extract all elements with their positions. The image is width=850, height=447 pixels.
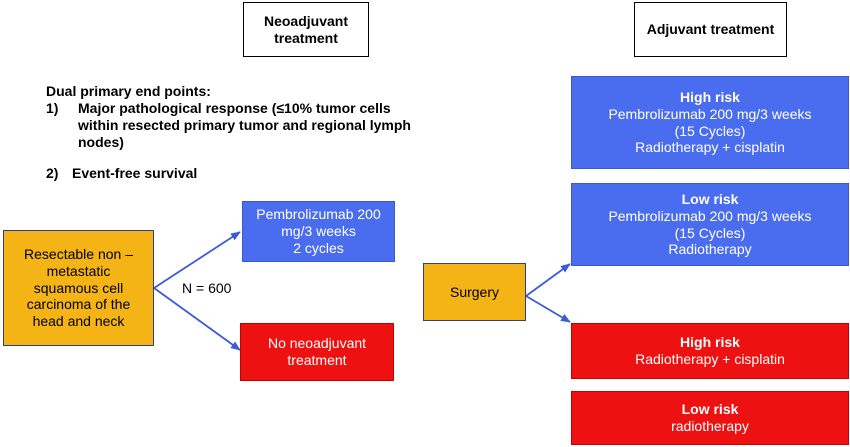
arrow-to-low-risk-blue — [525, 263, 571, 297]
surgery-label: Surgery — [449, 283, 500, 300]
endpoint-line: within resected primary tumor and region… — [78, 117, 411, 134]
adjuvant-high-risk-pembro-box: High risk Pembrolizumab 200 mg/3 weeks (… — [571, 76, 849, 169]
no-neo-line: No neoadjuvant — [267, 335, 367, 352]
neoadjuvant-header: Neoadjuvant treatment — [243, 2, 369, 57]
endpoint-text: Major pathological response (≤10% tumor … — [72, 100, 411, 151]
adjuvant-line: radiotherapy — [671, 418, 749, 434]
no-neo-line: treatment — [287, 352, 347, 368]
population-line: squamous cell — [33, 279, 124, 296]
arrow-to-pembro — [153, 231, 241, 289]
endpoint-line: Event-free survival — [72, 165, 198, 182]
pembro-line: mg/3 weeks — [281, 223, 356, 240]
adjuvant-header-label: Adjuvant treatment — [646, 21, 775, 38]
population-line: head and neck — [32, 313, 125, 330]
pembrolizumab-arm-box: Pembrolizumab 200 mg/3 weeks 2 cycles — [242, 201, 395, 262]
risk-title: Low risk — [681, 401, 739, 418]
adjuvant-line: Pembrolizumab 200 mg/3 weeks — [608, 105, 812, 122]
neoadjuvant-header-line-1: Neoadjuvant — [263, 12, 348, 29]
pembro-line: 2 cycles — [293, 239, 344, 256]
adjuvant-line: (15 Cycles) — [674, 122, 746, 139]
adjuvant-line: Pembrolizumab 200 mg/3 weeks — [608, 207, 812, 224]
adjuvant-low-risk-pembro-box: Low risk Pembrolizumab 200 mg/3 weeks (1… — [571, 183, 849, 266]
risk-title: Low risk — [681, 190, 739, 207]
endpoint-line: nodes) — [78, 134, 124, 151]
endpoint-item-2: 2) Event-free survival — [46, 165, 466, 182]
endpoints-title: Dual primary end points: — [46, 83, 211, 99]
risk-title: High risk — [680, 88, 740, 105]
adjuvant-line: Radiotherapy + cisplatin — [635, 139, 785, 156]
adjuvant-low-risk-red-box: Low risk radiotherapy — [571, 391, 849, 445]
arrow-to-high-risk-red — [525, 295, 571, 323]
population-line: metastatic — [46, 262, 111, 279]
adjuvant-high-risk-red-box: High risk Radiotherapy + cisplatin — [571, 323, 849, 379]
adjuvant-header: Adjuvant treatment — [634, 2, 787, 57]
endpoint-line: Major pathological response (≤10% tumor … — [78, 100, 391, 117]
endpoint-item-1: 1) Major pathological response (≤10% tum… — [46, 100, 466, 151]
surgery-box: Surgery — [423, 263, 526, 321]
endpoint-number: 1) — [46, 100, 59, 117]
adjuvant-line: Radiotherapy + cisplatin — [635, 351, 785, 367]
endpoint-number: 2) — [46, 165, 59, 182]
population-line: Resectable non – — [24, 246, 133, 262]
adjuvant-line: (15 Cycles) — [674, 224, 746, 241]
sample-size-label: N = 600 — [182, 280, 232, 296]
risk-title: High risk — [680, 334, 740, 351]
endpoints-block: Dual primary end points: 1) Major pathol… — [46, 83, 466, 182]
population-box: Resectable non – metastatic squamous cel… — [3, 230, 154, 346]
arrow-to-no-neo — [153, 287, 241, 351]
population-line: carcinoma of the — [26, 296, 131, 313]
adjuvant-line: Radiotherapy — [668, 241, 752, 258]
neoadjuvant-header-line-2: treatment — [274, 29, 338, 46]
no-neoadjuvant-arm-box: No neoadjuvant treatment — [240, 323, 394, 381]
pembro-line: Pembrolizumab 200 — [256, 206, 381, 223]
